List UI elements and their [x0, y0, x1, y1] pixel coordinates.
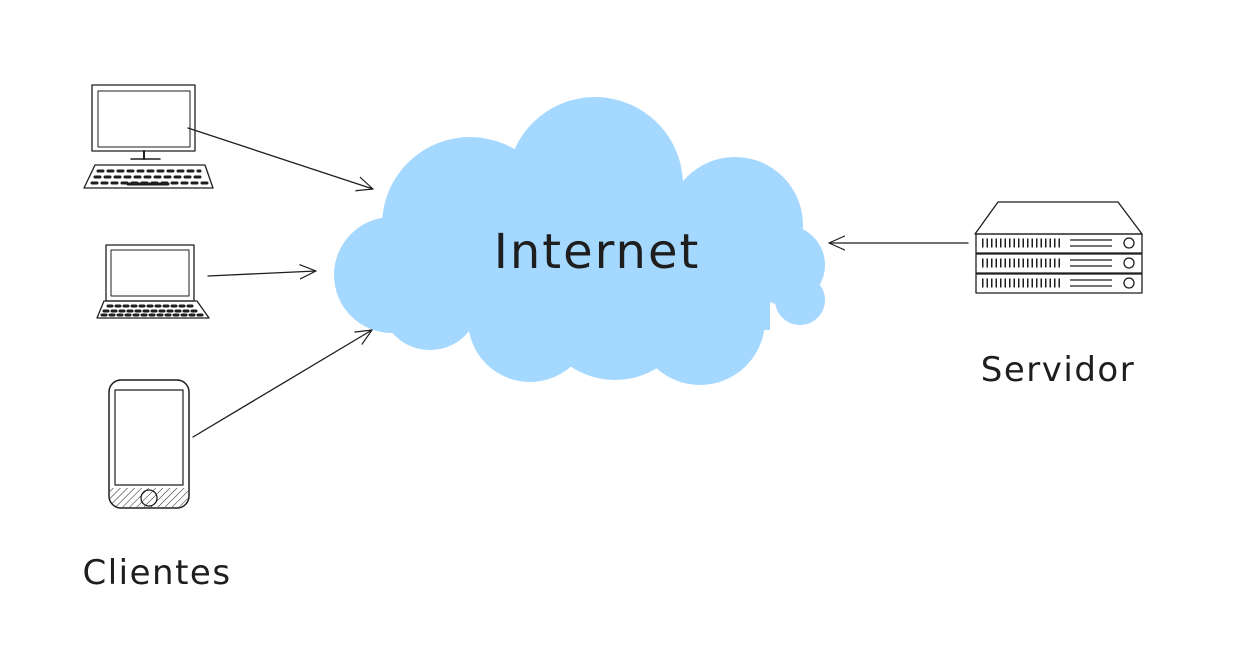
smartphone-icon [108, 379, 190, 509]
arrow-desktop-to-internet [187, 127, 374, 189]
cloud-shape [334, 97, 825, 385]
cloud-label: Internet [494, 224, 701, 280]
arrow-laptop-to-internet [207, 271, 317, 276]
desktop-computer-icon [83, 84, 214, 189]
internet-cloud: Internet [334, 97, 825, 385]
arrow-phone-to-internet [192, 329, 373, 438]
server-label: Servidor [981, 350, 1135, 390]
clients-label: Clientes [82, 553, 231, 593]
laptop-icon [96, 244, 210, 319]
server-rack-icon [974, 201, 1143, 294]
